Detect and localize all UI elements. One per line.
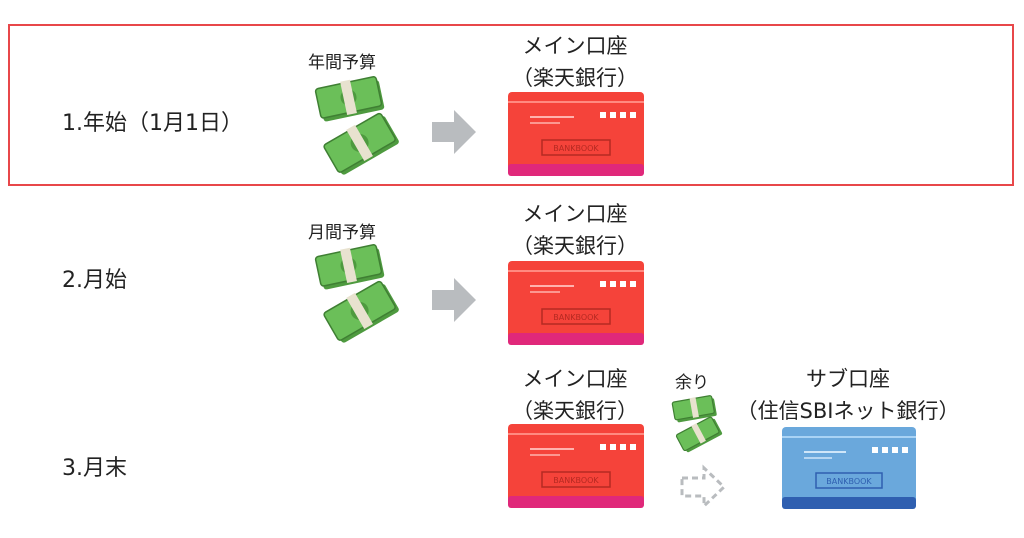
right-arrow-icon [432, 110, 476, 154]
step-3-main-account-name: メイン口座 （楽天銀行） [500, 363, 650, 427]
bankbook-icon: BANKBOOK [782, 427, 916, 509]
bankbook-label: BANKBOOK [826, 477, 872, 486]
step-2-main-account-name: メイン口座 （楽天銀行） [500, 198, 650, 262]
bankbook-label: BANKBOOK [553, 476, 599, 485]
step-2-label: 2.月始 [62, 268, 127, 293]
main-account-line2: （楽天銀行） [512, 234, 638, 258]
step-1-main-account-name: メイン口座 （楽天銀行） [500, 30, 650, 94]
dashed-right-arrow-icon [680, 464, 727, 510]
money-stack-icon [671, 395, 723, 453]
bankbook-label: BANKBOOK [553, 313, 599, 322]
bankbook-icon: BANKBOOK [508, 92, 644, 176]
step-3-label: 3.月末 [62, 456, 127, 481]
bankbook-icon: BANKBOOK [508, 424, 644, 508]
remainder-label: 余り [675, 373, 709, 393]
main-account-line1: メイン口座 [522, 202, 628, 226]
main-account-line1: メイン口座 [522, 367, 628, 391]
bankbook-label: BANKBOOK [553, 144, 599, 153]
right-arrow-icon [432, 278, 476, 322]
sub-account-line2: （住信SBIネット銀行） [736, 399, 960, 423]
step-2-budget-label: 月間予算 [308, 223, 376, 243]
sub-account-name: サブ口座 （住信SBIネット銀行） [728, 363, 968, 427]
money-stack-icon [314, 76, 399, 175]
step-1-label: 1.年始（1月1日） [62, 111, 243, 136]
bankbook-icon: BANKBOOK [508, 261, 644, 345]
main-account-line2: （楽天銀行） [512, 399, 638, 423]
step-1-highlight-box [8, 24, 1014, 186]
money-stack-icon [314, 244, 399, 343]
main-account-line2: （楽天銀行） [512, 66, 638, 90]
sub-account-line1: サブ口座 [806, 367, 890, 391]
step-1-budget-label: 年間予算 [308, 53, 376, 73]
main-account-line1: メイン口座 [522, 34, 628, 58]
